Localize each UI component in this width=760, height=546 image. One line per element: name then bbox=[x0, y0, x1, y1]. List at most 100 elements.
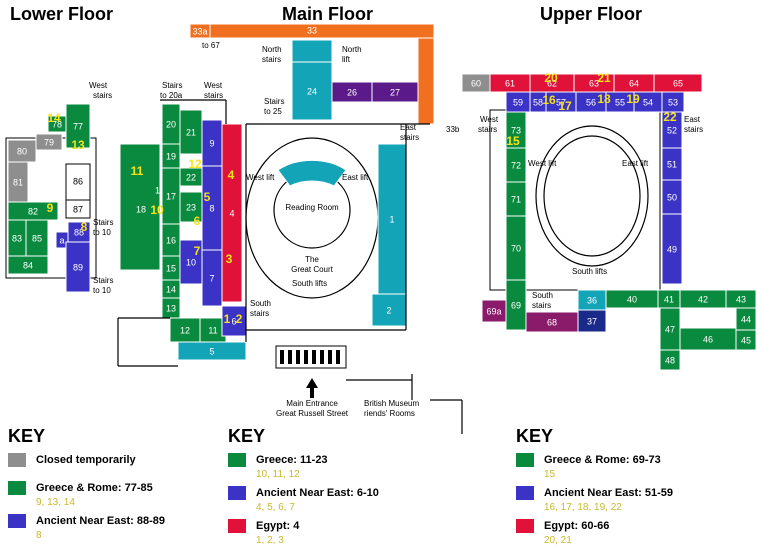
key-rooms: 1, 2, 3 bbox=[256, 535, 379, 546]
room-label-40: 40 bbox=[627, 294, 637, 304]
room-label-7: 7 bbox=[209, 273, 214, 283]
room-33[interactable] bbox=[210, 24, 434, 38]
key-label: Egypt: 4 bbox=[256, 520, 299, 532]
room-label-46: 46 bbox=[703, 334, 713, 344]
room-label-2: 2 bbox=[386, 305, 391, 315]
room-label-65: 65 bbox=[673, 78, 683, 88]
key-swatch bbox=[228, 453, 246, 467]
gallery-number-12: 12 bbox=[188, 157, 202, 171]
key-item-egypt: Egypt: 4 bbox=[228, 519, 379, 533]
key-label: Ancient Near East: 88-89 bbox=[36, 515, 165, 527]
room-label-1: 1 bbox=[389, 214, 394, 224]
gallery-number-22: 22 bbox=[663, 110, 677, 124]
label-stairs-to-10-b: Stairs bbox=[93, 276, 113, 285]
key-swatch bbox=[8, 481, 26, 495]
room-label-5: 5 bbox=[209, 346, 214, 356]
room-label-55: 55 bbox=[615, 97, 625, 107]
room-label-15: 15 bbox=[166, 263, 176, 273]
key-label: Greece: 11-23 bbox=[256, 454, 328, 466]
label-south-stairs-upper-2: stairs bbox=[532, 301, 551, 310]
room-label-52: 52 bbox=[667, 125, 677, 135]
room-label-53: 53 bbox=[668, 97, 678, 107]
room-24-north[interactable] bbox=[292, 40, 332, 62]
label-stairs-25-2: to 25 bbox=[264, 107, 282, 116]
label-west-lift-upper: West lift bbox=[528, 159, 557, 168]
room-label-69a: 69a bbox=[486, 306, 501, 316]
label-great-court-2: Great Court bbox=[291, 265, 334, 274]
key-rooms: 16, 17, 18, 19, 22 bbox=[544, 502, 673, 513]
room-label-14: 14 bbox=[166, 284, 176, 294]
gallery-number-19: 19 bbox=[626, 92, 640, 106]
room-label-17: 17 bbox=[166, 191, 176, 201]
gallery-number-14: 14 bbox=[47, 111, 61, 125]
key-swatch bbox=[8, 514, 26, 528]
room-18-label-text: 18 bbox=[136, 204, 146, 214]
label-north-stairs-2: stairs bbox=[262, 55, 281, 64]
gallery-number-13: 13 bbox=[71, 138, 85, 152]
step-mark bbox=[320, 350, 324, 364]
key-swatch bbox=[228, 486, 246, 500]
gallery-number-3: 3 bbox=[226, 252, 233, 266]
room-label-16: 16 bbox=[166, 235, 176, 245]
label-north-stairs-1: North bbox=[262, 45, 282, 54]
room-label-22: 22 bbox=[186, 172, 196, 182]
room-label-82: 82 bbox=[28, 206, 38, 216]
gallery-number-7: 7 bbox=[194, 244, 201, 258]
label-east-lift-upper: East lift bbox=[622, 159, 649, 168]
room-label-86: 86 bbox=[73, 176, 83, 186]
key-item-greece-rome: Greece & Rome: 69-73 bbox=[516, 453, 673, 467]
key-title: KEY bbox=[228, 426, 379, 447]
label-friends-rooms-2: riends' Rooms bbox=[364, 409, 415, 418]
step-mark bbox=[288, 350, 292, 364]
label-stairs-to-10-b2: to 10 bbox=[93, 286, 111, 295]
key-swatch bbox=[516, 453, 534, 467]
gallery-number-6: 6 bbox=[194, 214, 201, 228]
key-item-greece: Greece: 11-23 bbox=[228, 453, 379, 467]
key-item-near-east: Ancient Near East: 6-10 bbox=[228, 486, 379, 500]
label-south-lifts-upper: South lifts bbox=[572, 267, 607, 276]
room-label-51: 51 bbox=[667, 159, 677, 169]
room-label-4: 4 bbox=[229, 208, 234, 218]
key-swatch bbox=[516, 486, 534, 500]
label-main-entrance-1: Main Entrance bbox=[286, 399, 338, 408]
room-label-68: 68 bbox=[547, 317, 557, 327]
gallery-number-21: 21 bbox=[597, 71, 611, 85]
key-item-closed: Closed temporarily bbox=[8, 453, 165, 467]
step-mark bbox=[296, 350, 300, 364]
room-33-east[interactable] bbox=[418, 38, 434, 124]
label-north-lift-1: North bbox=[342, 45, 362, 54]
room-label-64: 64 bbox=[629, 78, 639, 88]
gallery-number-9: 9 bbox=[47, 201, 54, 215]
room-label-20: 20 bbox=[166, 119, 176, 129]
room-label-71: 71 bbox=[511, 194, 521, 204]
lower-floor-key: KEY Closed temporarily Greece & Rome: 77… bbox=[8, 426, 165, 541]
room-label-45: 45 bbox=[741, 335, 751, 345]
room-label-81: 81 bbox=[13, 177, 23, 187]
step-mark bbox=[280, 350, 284, 364]
room-label-72: 72 bbox=[511, 160, 521, 170]
room-label-42: 42 bbox=[698, 294, 708, 304]
step-mark bbox=[336, 350, 340, 364]
label-west-stairs-lower: West bbox=[89, 81, 108, 90]
label-north-lift-2: lift bbox=[342, 55, 351, 64]
label-west-stairs-main: West bbox=[204, 81, 223, 90]
room-label-59: 59 bbox=[513, 97, 523, 107]
gallery-number-1: 1 bbox=[224, 312, 231, 326]
room-label-69: 69 bbox=[511, 300, 521, 310]
room-label-35: 35 bbox=[307, 147, 317, 157]
main-entrance-steps bbox=[276, 346, 346, 368]
label-south-stairs-upper-1: South bbox=[532, 291, 553, 300]
label-stairs-20a-2: to 20a bbox=[160, 91, 183, 100]
room-label-13: 13 bbox=[166, 303, 176, 313]
label-33b: 33b bbox=[446, 125, 460, 134]
gallery-number-5: 5 bbox=[204, 190, 211, 204]
room-label-19: 19 bbox=[166, 151, 176, 161]
room-label-21: 21 bbox=[186, 127, 196, 137]
upper-oval-inner bbox=[544, 136, 640, 256]
room-label-56: 56 bbox=[586, 97, 596, 107]
room-label-89: 89 bbox=[73, 262, 83, 272]
label-east-stairs-main-2: stairs bbox=[400, 133, 419, 142]
label-south-stairs-main-2: stairs bbox=[250, 309, 269, 318]
key-label: Greece & Rome: 77-85 bbox=[36, 482, 153, 494]
gallery-number-2: 2 bbox=[236, 312, 243, 326]
